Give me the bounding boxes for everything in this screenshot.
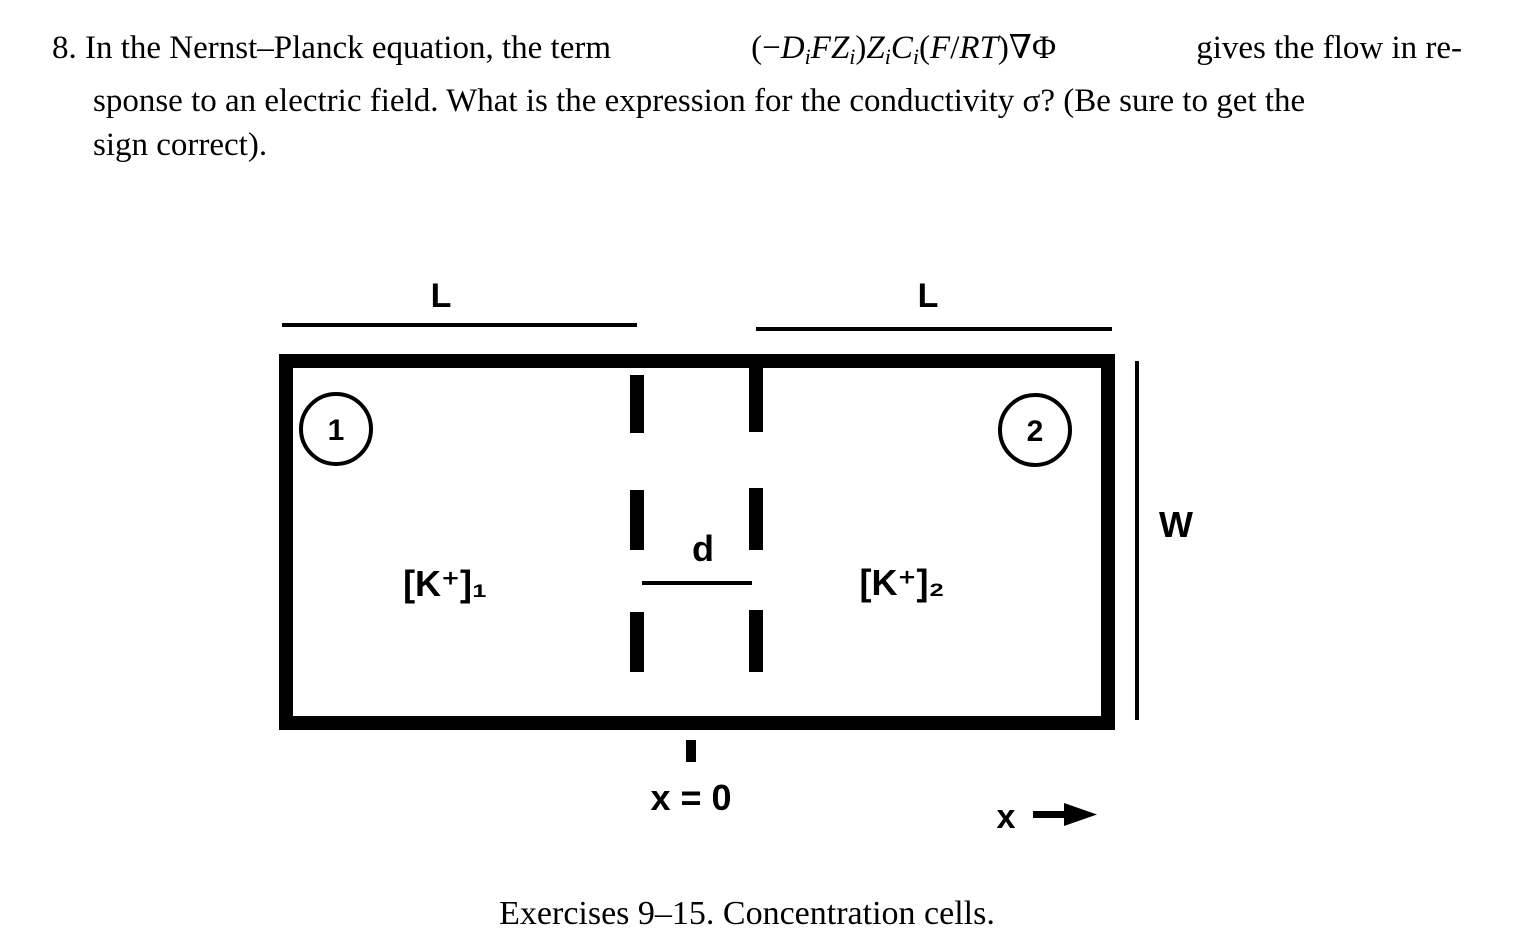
concentration-left: [K⁺]₁: [403, 563, 487, 604]
problem-text-end: gives the flow in re-: [1187, 30, 1462, 66]
problem-line-1: 8. In the Nernst–Planck equation, the te…: [52, 26, 1462, 79]
compartment-2-circle: [998, 393, 1072, 467]
figure-caption: Exercises 9–15. Concentration cells.: [499, 895, 995, 932]
axis-label: x: [997, 798, 1016, 836]
nernst-planck-term: (−DiFZi)ZiCi(F/RT)∇Φ: [751, 30, 1057, 69]
problem-line-3: sign correct).: [52, 123, 1462, 167]
cell-box: [279, 354, 1115, 730]
membrane-partition: [630, 368, 763, 672]
origin-tick: [686, 740, 696, 762]
problem-number: 8.: [52, 30, 77, 66]
compartment-1-circle: [299, 392, 373, 466]
length-label-right: L: [918, 277, 939, 315]
problem-line-2-text: sponse to an electric field. What is the…: [93, 83, 1306, 119]
width-label: W: [1159, 504, 1193, 545]
problem-line-3-text: sign correct).: [93, 127, 268, 163]
concentration-right: [K⁺]₂: [860, 562, 945, 603]
compartment-2-label: 2: [1027, 415, 1044, 448]
problem-text-start: In the Nernst–Planck equation, the term: [85, 30, 620, 66]
origin-label: x = 0: [650, 777, 731, 818]
compartment-1-label: 1: [328, 414, 345, 447]
axis-arrow-icon: [1033, 803, 1097, 826]
length-label-left: L: [431, 277, 452, 315]
pore-width-label: d: [692, 528, 714, 569]
problem-line-2: sponse to an electric field. What is the…: [52, 79, 1462, 123]
problem-statement: 8. In the Nernst–Planck equation, the te…: [52, 26, 1462, 167]
